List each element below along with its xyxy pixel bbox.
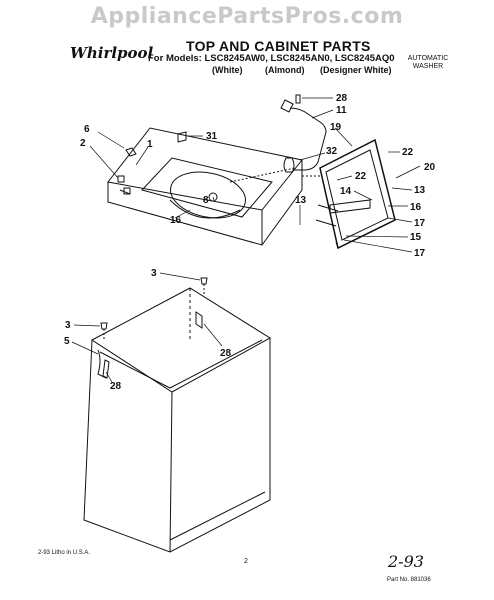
whirlpool-logo: Whirlpool (70, 44, 154, 62)
appliance-type: AUTOMATIC WASHER (398, 55, 458, 71)
washer-cabinet (83, 287, 271, 553)
callout-16-top: 16 (170, 215, 182, 226)
callout-13-left: 13 (295, 195, 307, 206)
callout-15: 15 (410, 232, 422, 243)
color-designer-white: (Designer White) (320, 65, 392, 75)
watermark-text: AppliancePartsPros.com (90, 4, 404, 29)
callout-28-harness: 28 (336, 93, 348, 104)
lid-switch-harness (280, 99, 327, 173)
screws (100, 94, 301, 379)
callout-17-lower: 17 (414, 248, 426, 259)
callout-28-cabinet: 28 (220, 348, 232, 359)
callout-19: 19 (330, 122, 342, 133)
washer-lid (315, 138, 396, 250)
appliance-type-line-1: AUTOMATIC (407, 55, 449, 62)
callout-3-upper: 3 (151, 268, 157, 279)
leader-lines (71, 97, 421, 383)
print-note: 2-93 Litho in U.S.A. (38, 550, 91, 556)
callout-17-upper: 17 (414, 218, 426, 229)
callout-2: 2 (80, 138, 86, 149)
color-white: (White) (212, 65, 243, 75)
callout-3-lower: 3 (65, 320, 71, 331)
callout-20: 20 (424, 162, 436, 173)
callout-32: 32 (326, 146, 338, 157)
model-list: For Models: LSC8245AW0, LSC8245AN0, LSC8… (148, 53, 395, 64)
callout-8: 8 (203, 195, 209, 206)
color-almond: (Almond) (265, 65, 305, 75)
callout-14: 14 (340, 186, 352, 197)
callout-22-mid: 22 (355, 171, 367, 182)
page-title: TOP AND CABINET PARTS (186, 38, 371, 54)
callout-13-right: 13 (414, 185, 426, 196)
callout-11: 11 (336, 105, 347, 116)
callout-6: 6 (84, 124, 90, 135)
washer-top-panel (107, 127, 303, 246)
callout-16-right: 16 (410, 202, 422, 213)
callout-22-top: 22 (402, 147, 414, 158)
part-number: Part No. 881036 (387, 577, 431, 583)
callout-5: 5 (64, 336, 70, 347)
callout-1: 1 (147, 139, 153, 150)
handwritten-date: 2-93 (388, 552, 424, 571)
appliance-type-line-2: WASHER (412, 63, 444, 70)
callout-31: 31 (206, 131, 218, 142)
callout-numbers: 28 11 6 31 1 2 19 32 22 20 22 13 14 8 16… (64, 93, 436, 392)
page-number: 2 (244, 558, 248, 565)
callout-28-side: 28 (110, 381, 122, 392)
